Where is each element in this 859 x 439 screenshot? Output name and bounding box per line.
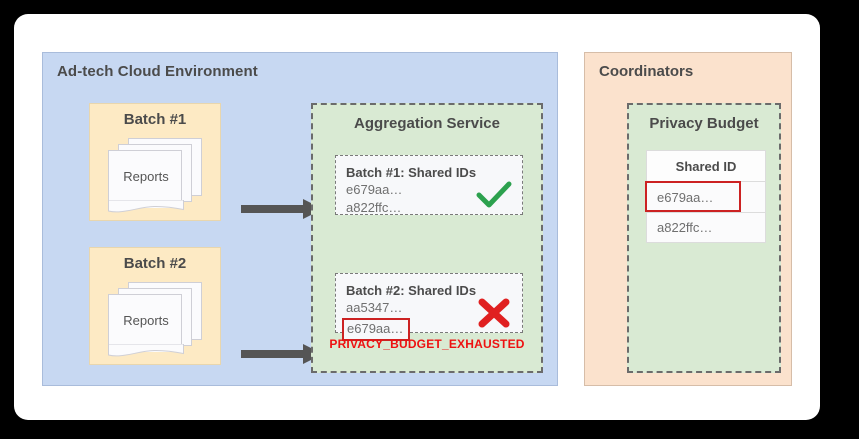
batch-1-report-stack: Reports bbox=[106, 138, 210, 213]
aggregation-service-panel: Aggregation Service Batch #1: Shared IDs… bbox=[311, 103, 543, 373]
aggregation-batch-1-card: Batch #1: Shared IDs e679aa… a822ffc… bbox=[335, 155, 523, 215]
privacy-budget-table: Shared ID e679aa… a822ffc… bbox=[645, 150, 766, 243]
aggregation-batch-2-id-2-flagged: e679aa… bbox=[342, 318, 411, 341]
privacy-budget-table-header: Shared ID bbox=[646, 150, 766, 181]
adtech-panel-title: Ad-tech Cloud Environment bbox=[57, 63, 258, 80]
aggregation-batch-1-id-1: e679aa… bbox=[346, 182, 403, 197]
privacy-budget-row-1-value: e679aa… bbox=[657, 189, 714, 205]
privacy-budget-row-2-value: a822ffc… bbox=[657, 220, 713, 235]
privacy-budget-title: Privacy Budget bbox=[649, 115, 759, 132]
batch-1-source-box: Batch #1 Reports bbox=[89, 103, 221, 221]
batch-1-title: Batch #1 bbox=[123, 111, 187, 128]
table-row: e679aa… bbox=[645, 181, 766, 212]
batch-2-source-box: Batch #2 Reports bbox=[89, 247, 221, 365]
coordinators-panel-title: Coordinators bbox=[599, 63, 694, 80]
privacy-budget-panel: Privacy Budget Shared ID e679aa… a822ffc… bbox=[627, 103, 781, 373]
privacy-budget-exhausted-error-label: PRIVACY_BUDGET_EXHAUSTED bbox=[329, 337, 525, 351]
arrow-right-icon-batch-2 bbox=[241, 344, 323, 364]
document-page-front: Reports bbox=[108, 294, 182, 352]
table-row: a822ffc… bbox=[646, 212, 766, 243]
cross-icon bbox=[478, 298, 510, 328]
document-page-front: Reports bbox=[108, 150, 182, 208]
diagram-canvas: Ad-tech Cloud Environment Batch #1 Repor… bbox=[14, 14, 820, 420]
aggregation-batch-2-card: Batch #2: Shared IDs aa5347… e679aa… bbox=[335, 273, 523, 341]
coordinators-panel: Coordinators Privacy Budget Shared ID e6… bbox=[584, 52, 792, 386]
arrow-right-icon-batch-1 bbox=[241, 199, 323, 219]
batch-2-title: Batch #2 bbox=[123, 255, 187, 272]
adtech-cloud-environment-panel: Ad-tech Cloud Environment Batch #1 Repor… bbox=[42, 52, 558, 386]
privacy-budget-column-shared-id: Shared ID bbox=[675, 158, 737, 174]
batch-2-report-stack: Reports bbox=[106, 282, 210, 357]
check-icon bbox=[476, 181, 512, 208]
batch-1-reports-label: Reports bbox=[123, 169, 169, 184]
aggregation-batch-1-id-2: a822ffc… bbox=[346, 200, 402, 215]
document-wave-edge-icon bbox=[108, 200, 184, 213]
aggregation-batch-2-heading: Batch #2: Shared IDs bbox=[346, 283, 477, 298]
batch-2-reports-label: Reports bbox=[123, 313, 169, 328]
aggregation-batch-1-heading: Batch #1: Shared IDs bbox=[346, 165, 477, 180]
aggregation-batch-2-id-1: aa5347… bbox=[346, 300, 403, 315]
aggregation-service-title: Aggregation Service bbox=[354, 115, 500, 132]
document-wave-edge-icon bbox=[108, 344, 184, 357]
